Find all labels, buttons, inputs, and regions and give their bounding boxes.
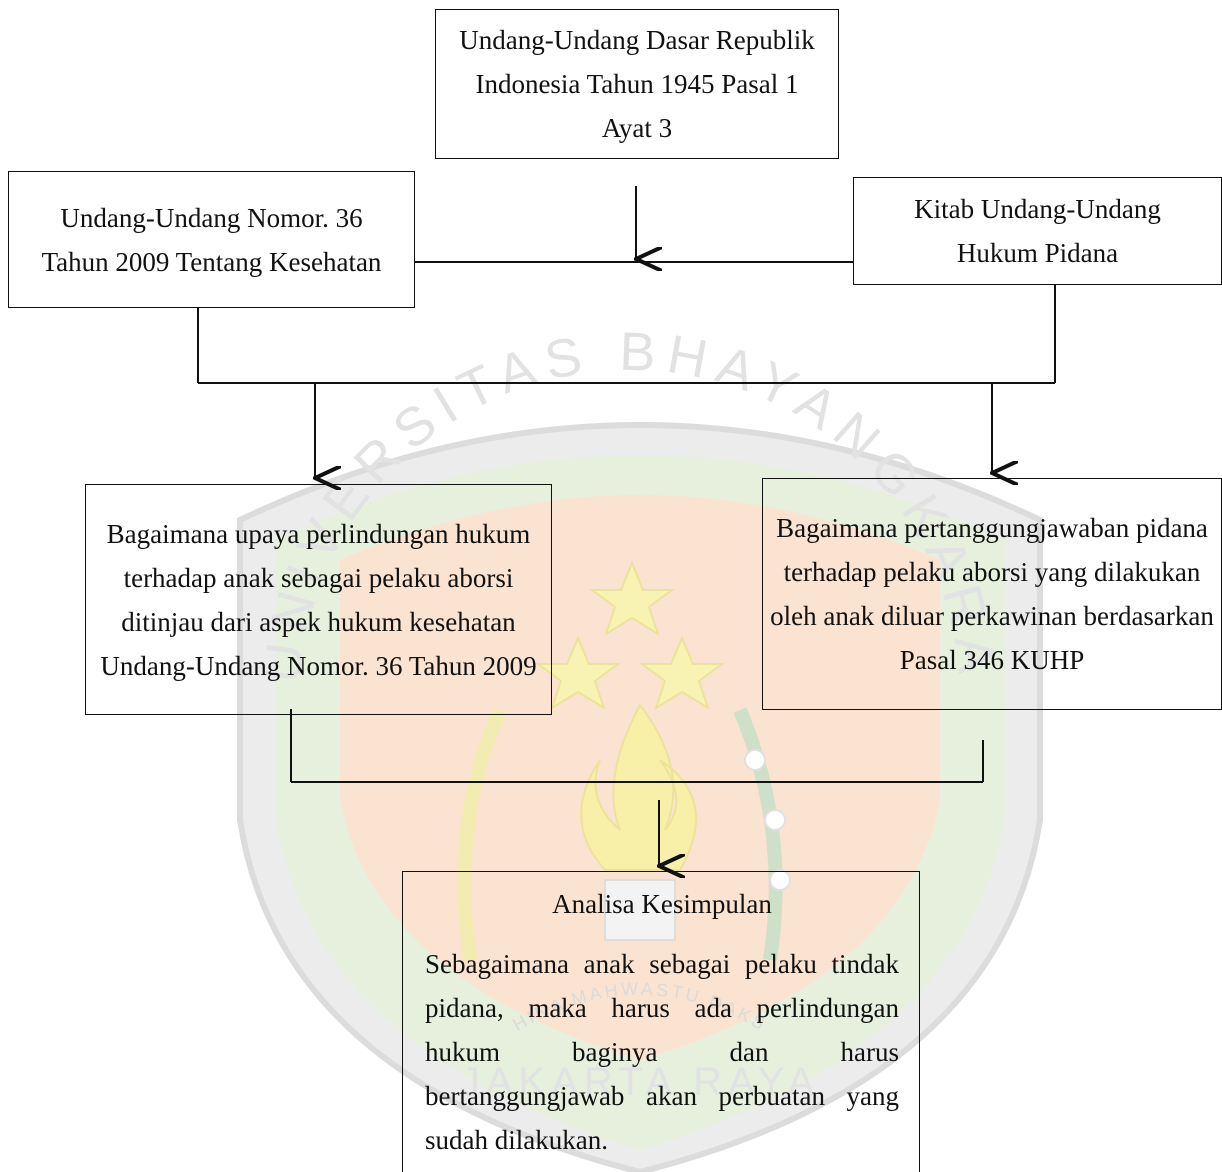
box-conclusion: Analisa Kesimpulan Sebagaimana anak seba… (402, 871, 920, 1172)
star-right-icon (638, 635, 726, 711)
box-question-right-text: Bagaimana pertanggungjawaban pidana terh… (770, 513, 1214, 675)
box-question-left: Bagaimana upaya perlindungan hukum terha… (85, 484, 552, 715)
box-uud-1945-text: Undang-Undang Dasar Republik Indonesia T… (459, 25, 815, 143)
seal-bottom-text: JAKARTA RAYA (460, 1060, 820, 1104)
box-question-left-text: Bagaimana upaya perlindungan hukum terha… (100, 518, 537, 681)
rice-stalk-icon (457, 707, 507, 961)
cotton-branch-icon (733, 707, 783, 962)
box-uud-1945: Undang-Undang Dasar Republik Indonesia T… (435, 9, 839, 159)
box-question-right: Bagaimana pertanggungjawaban pidana terh… (762, 478, 1222, 710)
box-uu-kesehatan-text: Undang-Undang Nomor. 36 Tahun 2009 Tenta… (41, 202, 382, 277)
conclusion-title: Analisa Kesimpulan (552, 889, 772, 919)
torch-base-icon (604, 879, 676, 941)
box-uu-kesehatan: Undang-Undang Nomor. 36 Tahun 2009 Tenta… (8, 171, 415, 308)
torch-flame-icon (580, 703, 697, 871)
box-kuhp: Kitab Undang-Undang Hukum Pidana (853, 177, 1222, 285)
box-kuhp-text: Kitab Undang-Undang Hukum Pidana (914, 194, 1161, 268)
star-left-icon (534, 635, 622, 711)
conclusion-text: Sebagaimana anak sebagai pelaku tindak p… (425, 949, 899, 1155)
star-top-icon (588, 560, 676, 637)
